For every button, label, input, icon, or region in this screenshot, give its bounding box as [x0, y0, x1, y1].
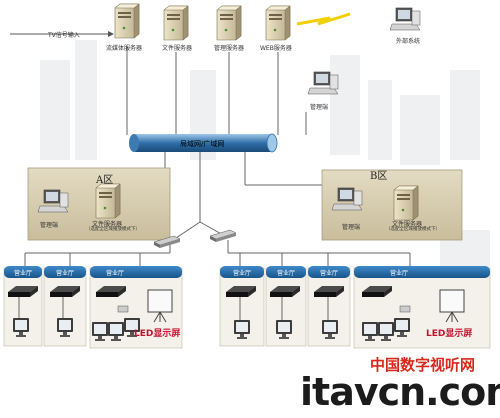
user-bars	[4, 266, 490, 278]
zone-b-file-server-icon	[393, 185, 419, 221]
streaming-server-label: 流媒体服务器	[106, 45, 143, 52]
user-bar-label: 营业厅	[389, 270, 408, 277]
zone-a-title: A区	[96, 175, 114, 186]
zone-b-mgmt-label: 管理端	[342, 224, 361, 231]
web-server-label: WEB服务器	[260, 45, 292, 52]
projector-icon	[117, 305, 129, 313]
user-bar-label: 营业厅	[319, 270, 338, 277]
zone-a-mgmt-label: 管理端	[40, 222, 59, 229]
external-system-pc-icon	[389, 7, 421, 31]
management-server-label: 管理服务器	[214, 45, 245, 52]
zone-a-file-server-note: （选配全区域播放模式下）	[86, 227, 140, 232]
streaming-server-icon	[114, 3, 140, 39]
user-panels	[3, 267, 491, 349]
user-bar-label: 营业厅	[55, 270, 74, 277]
file-server-icon	[163, 5, 189, 41]
external-system-label: 外部系统	[396, 38, 421, 45]
switch-right-icon	[209, 229, 237, 243]
watermark-en: itavcn.com	[300, 370, 500, 414]
zone-b-title: B区	[370, 171, 388, 182]
tv-input-label: TV信号输入	[48, 32, 80, 39]
led-screen-label: LED显示屏	[134, 329, 181, 339]
user-bar-label: 营业厅	[13, 270, 32, 277]
zone-a-file-server-icon	[95, 183, 121, 219]
skyline-background	[40, 40, 490, 340]
zone-b-file-server-label: 文件服务器	[392, 221, 423, 228]
file-server-label: 文件服务器	[162, 45, 193, 52]
management-terminal-pc-icon	[307, 71, 339, 95]
user-bar-label: 营业厅	[232, 270, 251, 277]
zone-a-file-server-label: 文件服务器	[92, 221, 123, 228]
management-server-icon	[216, 5, 242, 41]
wireless-link-icon	[296, 12, 351, 26]
watermark-cn: 中国数字视听网	[370, 356, 476, 374]
management-terminal-label: 管理端	[310, 104, 329, 111]
zone-b-file-server-note: （选配全区域播放模式下）	[386, 227, 440, 232]
network-tube	[129, 133, 278, 153]
web-server-icon	[265, 5, 291, 41]
projector-icon	[399, 305, 411, 313]
user-bar-label: 营业厅	[276, 270, 295, 277]
server-links	[126, 46, 307, 135]
user-bar-label: 营业厅	[105, 270, 124, 277]
led-screen-label: LED显示屏	[426, 329, 473, 339]
tv-input-arrow	[108, 31, 114, 37]
network-label: 局域网/广域网	[180, 140, 225, 148]
